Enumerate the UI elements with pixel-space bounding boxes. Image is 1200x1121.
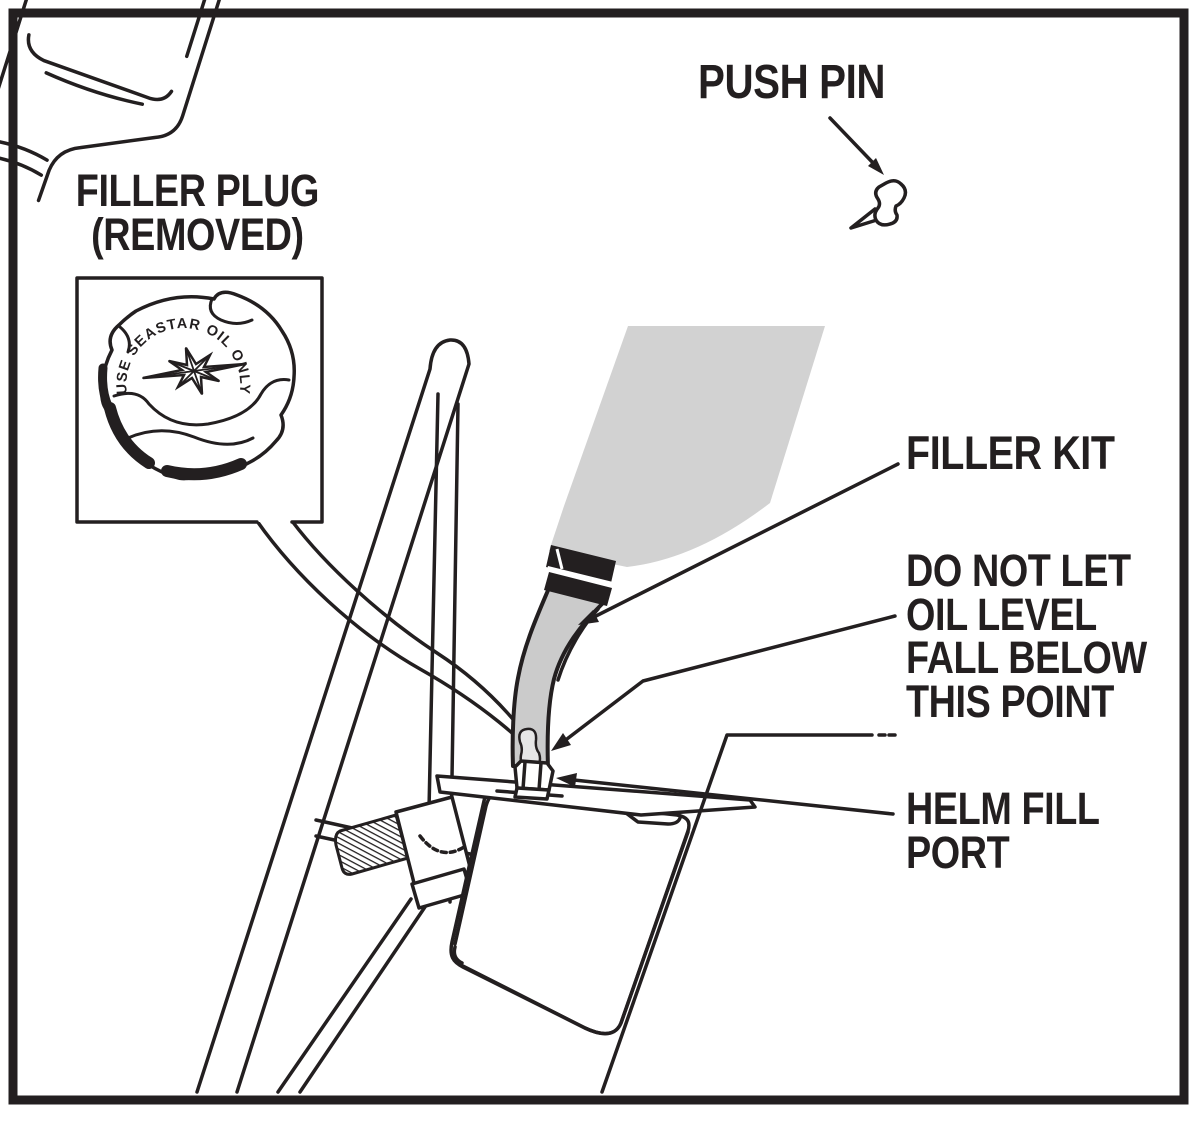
filler-kit-leader	[578, 462, 900, 625]
steering-wheel-spoke	[195, 338, 471, 1094]
filler-plug-inset: USE SEASTAR OIL ONLY	[75, 276, 324, 524]
diagram-frame	[8, 8, 1189, 1105]
oil-warning-line2: OIL LEVEL	[906, 588, 1097, 640]
helm-body	[449, 784, 691, 1036]
compass-star-icon	[142, 347, 246, 395]
oil-level-warning-label: DO NOT LET OIL LEVEL FALL BELOW THIS POI…	[906, 545, 1147, 727]
helm-fill-port-line2: PORT	[906, 826, 1010, 878]
oil-bottle	[0, 0, 825, 606]
helm-fill-port-line1: HELM FILL	[906, 783, 1100, 834]
filler-cap-illustration: USE SEASTAR OIL ONLY	[98, 290, 296, 481]
push-pin-arrow	[828, 116, 884, 175]
inset-callout-tail	[255, 519, 547, 769]
filler-plug-label-line1: FILLER PLUG	[75, 165, 320, 216]
filler-plug-label: FILLER PLUG (REMOVED)	[63, 165, 332, 260]
oil-warning-line4: THIS POINT	[906, 675, 1114, 727]
filler-kit-label: FILLER KIT	[906, 426, 1115, 479]
push-pin-icon	[849, 179, 908, 230]
oil-warning-line3: FALL BELOW	[906, 632, 1147, 684]
filler-plug-label-line2: (REMOVED)	[91, 208, 304, 260]
helm-fill-port-leader	[556, 773, 895, 816]
oil-fill	[549, 326, 825, 567]
fill-port-hex-nut	[513, 759, 555, 801]
bottle-cap-collar	[544, 545, 616, 606]
push-pin-label: PUSH PIN	[698, 56, 886, 109]
helm-fill-port-label: HELM FILL PORT	[906, 783, 1100, 878]
oil-level-leader	[551, 614, 897, 751]
threaded-fitting	[334, 795, 473, 910]
oil-level-indicator-line	[600, 733, 897, 1094]
oil-warning-line1: DO NOT LET	[906, 545, 1131, 596]
